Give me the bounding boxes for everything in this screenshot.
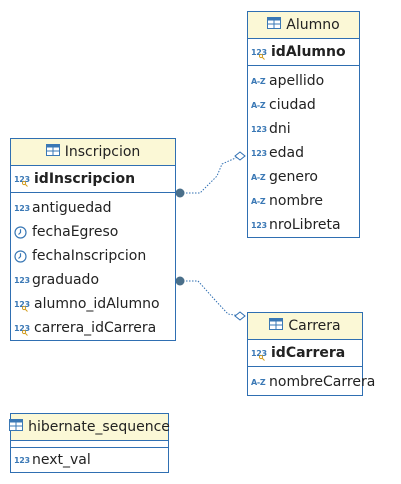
- column-name: antiguedad: [32, 200, 112, 216]
- numeric-foreign-key-icon: 123: [14, 324, 34, 336]
- numeric-key-icon: 123: [251, 349, 271, 361]
- entity-header: Inscripcion: [11, 139, 175, 166]
- text-type-icon: A-Z: [251, 196, 266, 206]
- text-type-icon: A-Z: [251, 377, 266, 387]
- column-name: nombre: [269, 193, 324, 209]
- column-row-pk[interactable]: 123 idAlumno: [248, 39, 359, 66]
- entity-title: Carrera: [288, 318, 341, 334]
- column-name: alumno_idAlumno: [34, 296, 160, 312]
- relation-carrera-line: [180, 280, 241, 317]
- column-row[interactable]: fechaInscripcion: [11, 244, 175, 268]
- numeric-type-icon: 123: [14, 455, 30, 465]
- entity-header: Alumno: [248, 12, 359, 39]
- table-icon: [45, 144, 60, 160]
- numeric-foreign-key-icon: 123: [14, 300, 34, 312]
- entity-header: hibernate_sequence: [9, 414, 170, 441]
- entity-header: Carrera: [248, 313, 362, 340]
- column-name: next_val: [32, 452, 91, 468]
- column-name: fechaInscripcion: [32, 248, 147, 264]
- numeric-key-icon: 123: [251, 48, 271, 60]
- clock-icon: [14, 249, 32, 263]
- column-name: graduado: [32, 272, 100, 288]
- column-name: genero: [269, 169, 318, 185]
- relation-alumno-many-end: [175, 188, 185, 198]
- relation-alumno-line: [180, 155, 241, 194]
- column-name: edad: [269, 145, 304, 161]
- numeric-type-icon: 123: [14, 275, 30, 285]
- numeric-type-icon: 123: [251, 148, 267, 158]
- text-type-icon: A-Z: [251, 76, 266, 86]
- numeric-type-icon: 123: [14, 203, 30, 213]
- entity-title: hibernate_sequence: [28, 419, 170, 435]
- numeric-type-icon: 123: [251, 220, 267, 230]
- relation-alumno-one-end: [234, 151, 246, 161]
- table-icon: [9, 419, 24, 435]
- relation-carrera-many-end: [175, 276, 185, 286]
- text-type-icon: A-Z: [251, 100, 266, 110]
- numeric-type-icon: 123: [251, 124, 267, 134]
- table-icon: [269, 318, 284, 334]
- column-name: dni: [269, 121, 291, 137]
- column-name: carrera_idCarrera: [34, 320, 157, 336]
- column-name: nombreCarrera: [269, 374, 376, 390]
- table-icon: [267, 17, 282, 33]
- column-name: nroLibreta: [269, 217, 341, 233]
- numeric-key-icon: 123: [14, 175, 34, 187]
- column-row-pk[interactable]: 123 idCarrera: [248, 340, 362, 367]
- clock-icon: [14, 225, 32, 239]
- column-name: idAlumno: [271, 44, 346, 60]
- column-name: fechaEgreso: [32, 224, 119, 240]
- text-type-icon: A-Z: [251, 172, 266, 182]
- relation-carrera-one-end: [234, 311, 246, 321]
- entity-title: Alumno: [286, 17, 340, 33]
- column-row[interactable]: fechaEgreso: [11, 220, 175, 244]
- entity-title: Inscripcion: [64, 144, 141, 160]
- column-name: idInscripcion: [34, 171, 136, 187]
- column-row-pk[interactable]: 123 idInscripcion: [11, 166, 175, 193]
- column-name: ciudad: [269, 97, 316, 113]
- column-name: idCarrera: [271, 345, 346, 361]
- column-name: apellido: [269, 73, 325, 89]
